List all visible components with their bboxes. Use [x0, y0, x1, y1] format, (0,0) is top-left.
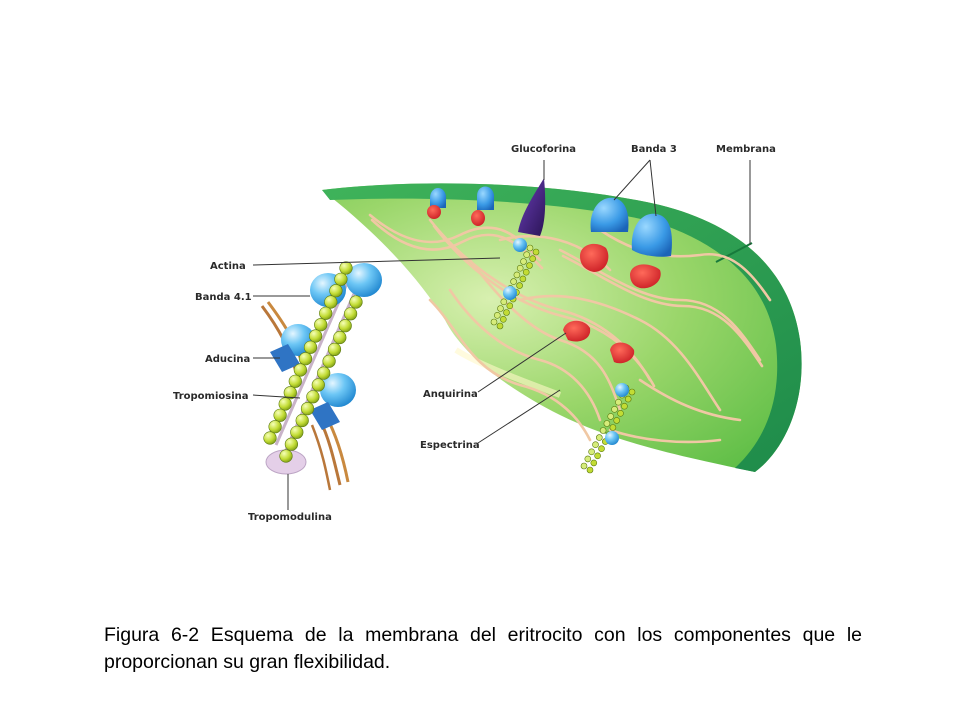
actin-bead — [295, 413, 309, 428]
ankyrin-proteins — [563, 243, 661, 364]
actin-bead — [621, 402, 628, 410]
actin-bead — [327, 342, 342, 357]
actin-bead — [278, 397, 292, 411]
actin-bead — [293, 363, 308, 377]
actin-bead — [526, 262, 533, 269]
actin-bead — [500, 298, 508, 306]
actin-bead — [344, 307, 358, 321]
actin-bead — [624, 395, 632, 403]
actin-bead — [263, 431, 277, 445]
actin-bead — [317, 366, 331, 380]
actin-bead — [273, 408, 287, 422]
label-actina: Actina — [210, 261, 246, 272]
actin-sphere — [605, 431, 619, 445]
actin-bead — [490, 318, 498, 326]
actin-sphere — [503, 286, 517, 300]
actin-bead — [314, 318, 328, 332]
label-tropomodulina: Tropomodulina — [248, 512, 332, 523]
label-espectrina: Espectrina — [420, 440, 480, 451]
actin-bead — [322, 354, 336, 368]
actin-bead — [283, 386, 297, 400]
actin-bead — [349, 295, 363, 309]
actin-bead — [516, 282, 523, 289]
actin-bead — [510, 278, 517, 285]
actin-bead — [513, 271, 521, 279]
label-banda3: Banda 3 — [631, 144, 677, 155]
actin-bead — [594, 452, 601, 460]
actin-bead — [590, 459, 598, 467]
actin-bead — [613, 417, 621, 424]
actin-bead — [333, 330, 347, 345]
actin-bead — [516, 264, 524, 272]
actin-bead — [532, 248, 540, 256]
actin-bead — [617, 409, 624, 417]
actin-bead — [611, 405, 618, 413]
actin-bead — [520, 258, 527, 265]
actin-bead — [599, 427, 607, 434]
actin-bead — [615, 398, 622, 406]
actin-bead — [529, 255, 537, 263]
surface-proteins — [427, 186, 672, 257]
actin-bead — [306, 390, 320, 404]
actin-complex-enlarged — [260, 261, 382, 491]
label-aducina: Aducina — [205, 354, 250, 365]
label-anquirina: Anquirina — [423, 389, 478, 400]
actin-junction-small — [580, 383, 636, 474]
actin-bead — [290, 425, 304, 439]
actin-bead — [284, 437, 299, 451]
actin-bead — [522, 268, 530, 276]
actin-bead — [309, 329, 323, 343]
actin-bead — [628, 388, 636, 396]
membrane-sheet — [322, 183, 802, 473]
actin-bead — [607, 413, 615, 420]
actin-bead — [586, 466, 594, 474]
actin-bead — [584, 455, 592, 463]
actin-bead — [598, 445, 605, 453]
actin-bead — [499, 315, 507, 323]
actin-bead — [526, 244, 534, 252]
actin-bead — [338, 319, 352, 333]
actin-bead — [609, 424, 617, 431]
actin-bead — [595, 434, 603, 441]
actin-bead — [311, 378, 325, 392]
actin-bead — [303, 340, 318, 354]
actin-sphere — [615, 383, 629, 397]
label-banda41: Banda 4.1 — [195, 292, 252, 303]
actin-bead — [329, 284, 343, 298]
actin-bead — [288, 374, 302, 388]
actin-bead — [519, 275, 527, 283]
glucoforina-protein — [518, 178, 546, 236]
actin-sphere — [513, 238, 527, 252]
actin-bead — [503, 309, 510, 316]
actin-bead — [497, 305, 504, 312]
label-tropomiosina: Tropomiosina — [173, 391, 249, 402]
actin-bead — [592, 441, 599, 449]
leader-lines — [252, 159, 751, 510]
actin-bead — [493, 311, 501, 319]
label-glucoforina: Glucoforina — [511, 144, 576, 155]
actin-junction-small — [490, 238, 540, 330]
actin-bead — [506, 302, 514, 310]
actin-bead — [298, 352, 313, 366]
actin-bead — [300, 402, 315, 416]
actin-bead — [319, 306, 333, 320]
label-membrana: Membrana — [716, 144, 776, 155]
actin-bead — [334, 272, 348, 286]
figure-caption: Figura 6-2 Esquema de la membrana del er… — [104, 624, 862, 673]
actin-bead — [603, 420, 611, 427]
actin-bead — [496, 322, 504, 330]
actin-bead — [279, 449, 293, 463]
actin-bead — [523, 251, 531, 258]
actin-bead — [324, 295, 338, 309]
actin-bead — [339, 261, 353, 275]
actin-bead — [580, 462, 588, 470]
actin-bead — [268, 420, 282, 434]
actin-bead — [588, 448, 595, 456]
